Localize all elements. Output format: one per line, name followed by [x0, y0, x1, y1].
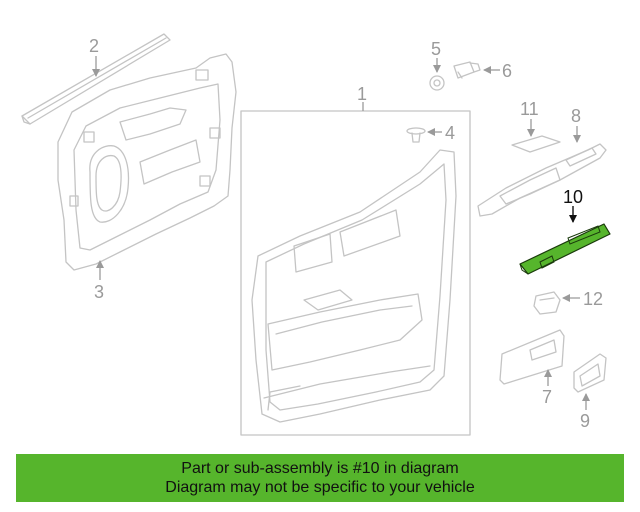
part-3-door-shield [57, 53, 237, 271]
callout-8: 8 [571, 106, 581, 126]
parts-diagram: 2 3 1 4 5 6 11 8 10 12 7 9 [21, 33, 611, 436]
part-4-clip [406, 127, 426, 143]
callout-2: 2 [89, 36, 99, 56]
callout-4: 4 [445, 123, 455, 143]
part-8-armrest [477, 143, 607, 217]
info-banner: Part or sub-assembly is #10 in diagram D… [16, 454, 624, 502]
part-2-weatherstrip [21, 33, 171, 125]
banner-line-part: Part or sub-assembly is #10 in diagram [181, 460, 459, 477]
part-7-pull-cup [499, 329, 565, 385]
part-1-frame [240, 110, 471, 436]
part-11-pad [511, 135, 561, 153]
part-10-switch-plate [519, 223, 611, 275]
callout-10: 10 [563, 187, 583, 207]
callout-9: 9 [580, 411, 590, 431]
part-1-trim-panel [251, 149, 457, 423]
callout-6: 6 [502, 61, 512, 81]
callout-12: 12 [583, 289, 603, 309]
part-5-nut [429, 75, 445, 91]
part-6-screw [453, 61, 481, 79]
part-9-bezel [573, 353, 607, 393]
callout-5: 5 [431, 39, 441, 59]
callout-11: 11 [520, 99, 539, 119]
callout-3: 3 [94, 282, 104, 302]
callout-7: 7 [542, 387, 552, 407]
callout-1: 1 [357, 84, 367, 104]
part-12-clip [533, 291, 561, 315]
banner-line-disclaimer: Diagram may not be specific to your vehi… [165, 479, 475, 496]
